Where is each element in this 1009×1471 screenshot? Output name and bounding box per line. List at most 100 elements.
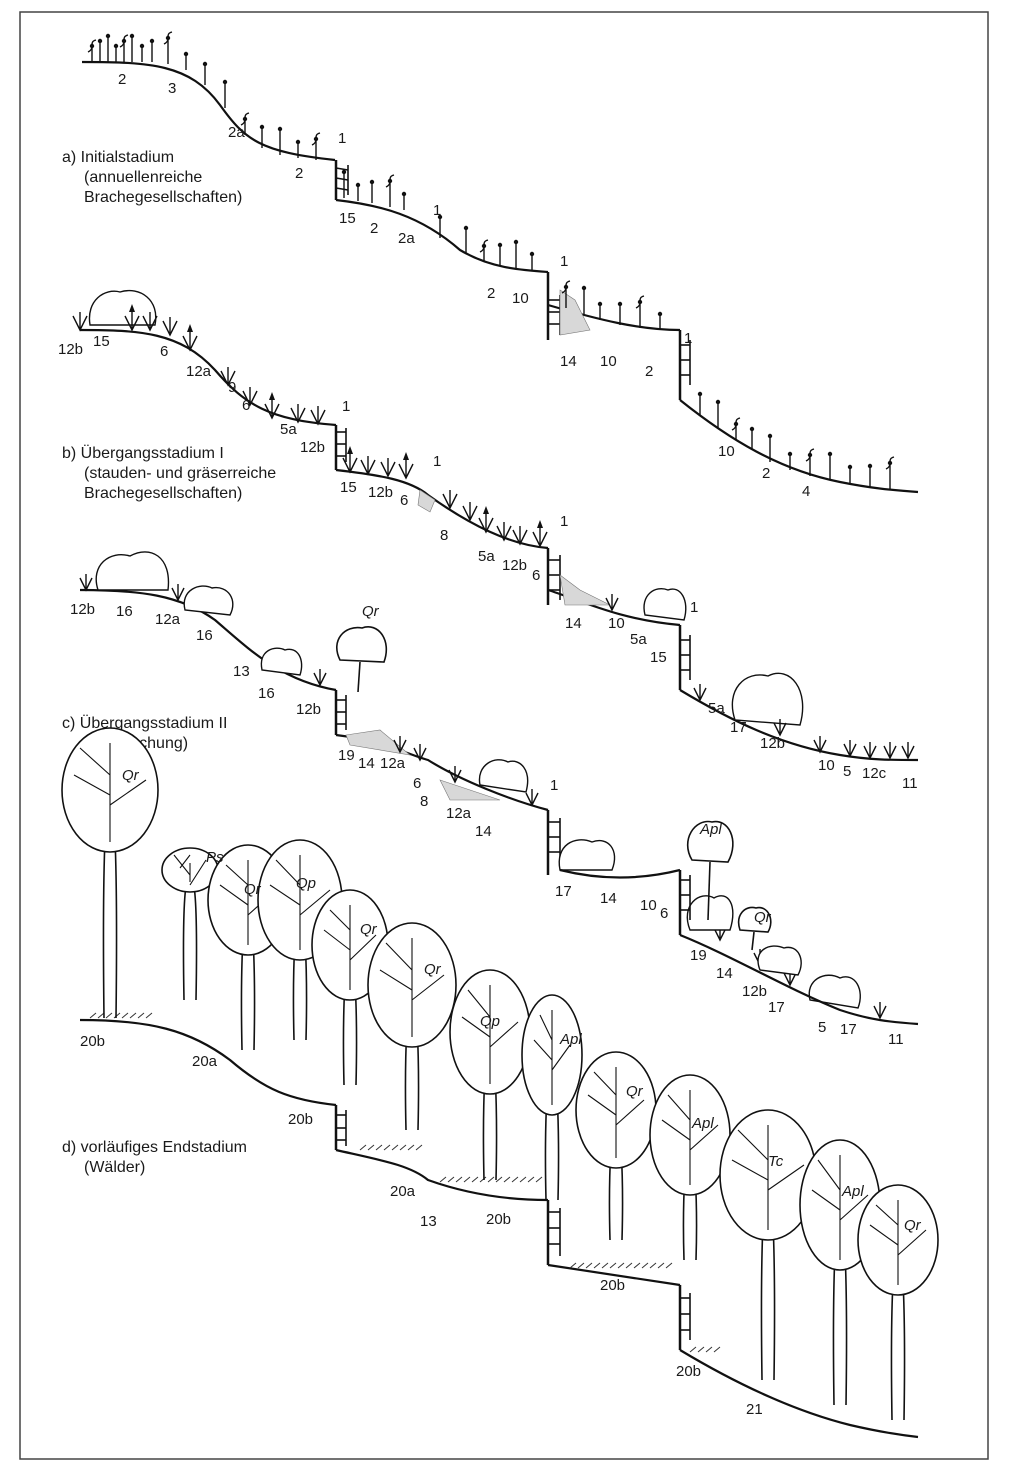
plant-head — [498, 243, 502, 247]
label-a-11: 1 — [560, 253, 568, 270]
title-d-line-2: (Wälder) — [84, 1159, 145, 1176]
label-c-27: 11 — [902, 775, 918, 792]
label-a-1: 3 — [168, 80, 176, 97]
label-c-34: Qr — [754, 909, 772, 926]
label-d-15: Apl — [691, 1115, 714, 1132]
plant-head — [788, 452, 792, 456]
plant-head — [582, 286, 586, 290]
plant-head — [658, 312, 662, 316]
label-b-12: 1 — [433, 453, 441, 470]
label-a-2: 2a — [228, 124, 245, 141]
label-a-3: 2 — [295, 165, 303, 182]
label-a-14: 2 — [645, 363, 653, 380]
label-b-9: 15 — [340, 479, 357, 496]
label-d-2: Qr — [244, 881, 262, 898]
label-d-5: Qr — [424, 961, 442, 978]
label-b-6: 5a — [280, 421, 297, 438]
plant-head — [868, 464, 872, 468]
label-c-8: 19 — [338, 747, 355, 764]
label-c-18: 5a — [630, 631, 647, 648]
plant-head — [716, 400, 720, 404]
label-b-0: 12b — [58, 341, 83, 358]
label-c-24: 10 — [818, 757, 835, 774]
label-c-31: 6 — [660, 905, 668, 922]
label-b-2: 6 — [160, 343, 168, 360]
label-c-25: 5 — [843, 763, 851, 780]
label-c-32: Apl — [699, 821, 722, 838]
label-d-4: Qr — [360, 921, 378, 938]
label-c-14: 14 — [475, 823, 492, 840]
label-c-33: 19 — [690, 947, 707, 964]
plant-head — [356, 183, 360, 187]
plant-head — [278, 127, 282, 131]
label-c-10: 12a — [380, 755, 406, 772]
label-d-19: 20b — [600, 1277, 625, 1294]
label-c-1: 16 — [116, 603, 133, 620]
label-c-23: 12b — [760, 735, 785, 752]
label-d-8: 20b — [80, 1033, 105, 1050]
plant-head — [530, 252, 534, 256]
label-c-21: 5a — [708, 700, 725, 717]
label-c-35: 14 — [716, 965, 733, 982]
label-d-12: 13 — [420, 1213, 437, 1230]
label-d-16: Tc — [768, 1153, 784, 1170]
label-c-26: 12c — [862, 765, 887, 782]
label-d-10: 20b — [288, 1111, 313, 1128]
label-c-13: 12a — [446, 805, 472, 822]
label-d-6: Qp — [480, 1013, 500, 1030]
label-c-6: 12b — [296, 701, 321, 718]
label-d-20: 20b — [676, 1363, 701, 1380]
label-d-18: Qr — [904, 1217, 922, 1234]
label-d-7: Apl — [559, 1031, 582, 1048]
shrub-crown — [758, 946, 801, 975]
label-a-13: 10 — [600, 353, 617, 370]
label-b-15: 12b — [502, 557, 527, 574]
label-b-10: 12b — [368, 484, 393, 501]
label-c-3: 16 — [196, 627, 213, 644]
label-c-15: 1 — [550, 777, 558, 794]
label-c-40: 11 — [888, 1031, 904, 1048]
plant-head — [114, 44, 118, 48]
plant-head — [140, 44, 144, 48]
label-a-5: 15 — [339, 210, 356, 227]
label-b-11: 6 — [400, 492, 408, 509]
label-a-16: 10 — [718, 443, 735, 460]
label-c-17: 10 — [608, 615, 625, 632]
plant-head — [260, 125, 264, 129]
label-c-38: 5 — [818, 1019, 826, 1036]
plant-head — [150, 39, 154, 43]
label-c-22: 17 — [730, 719, 747, 736]
label-c-0: 12b — [70, 601, 95, 618]
plant-head — [223, 80, 227, 84]
title-b-line-1: b) Übergangsstadium I — [62, 444, 224, 462]
label-c-37: 17 — [768, 999, 785, 1016]
label-c-36: 12b — [742, 983, 767, 1000]
label-a-0: 2 — [118, 71, 126, 88]
label-c-7: Qr — [362, 603, 380, 620]
plant-head — [750, 427, 754, 431]
title-a-line-3: Brachegesellschaften) — [84, 189, 242, 206]
label-d-17: Apl — [841, 1183, 864, 1200]
plant-head — [464, 226, 468, 230]
label-d-1: Ps — [206, 849, 224, 866]
plant-head — [618, 302, 622, 306]
label-a-10: 10 — [512, 290, 529, 307]
label-b-16: 6 — [532, 567, 540, 584]
label-a-9: 2 — [487, 285, 495, 302]
label-c-4: 13 — [233, 663, 250, 680]
label-b-3: 12a — [186, 363, 212, 380]
label-d-9: 20a — [192, 1053, 218, 1070]
label-d-21: 21 — [746, 1401, 763, 1418]
label-c-30: 10 — [640, 897, 657, 914]
plant-head — [98, 39, 102, 43]
shrub-crown — [559, 840, 614, 870]
shrub-crown — [687, 896, 733, 930]
label-c-12: 8 — [420, 793, 428, 810]
title-a-line-1: a) Initialstadium — [62, 149, 174, 166]
title-c-line-1: c) Übergangsstadium II — [62, 714, 227, 732]
label-c-29: 14 — [600, 890, 617, 907]
label-d-0: Qr — [122, 767, 140, 784]
label-d-3: Qp — [296, 875, 316, 892]
plant-head — [402, 192, 406, 196]
plant-head — [514, 240, 518, 244]
